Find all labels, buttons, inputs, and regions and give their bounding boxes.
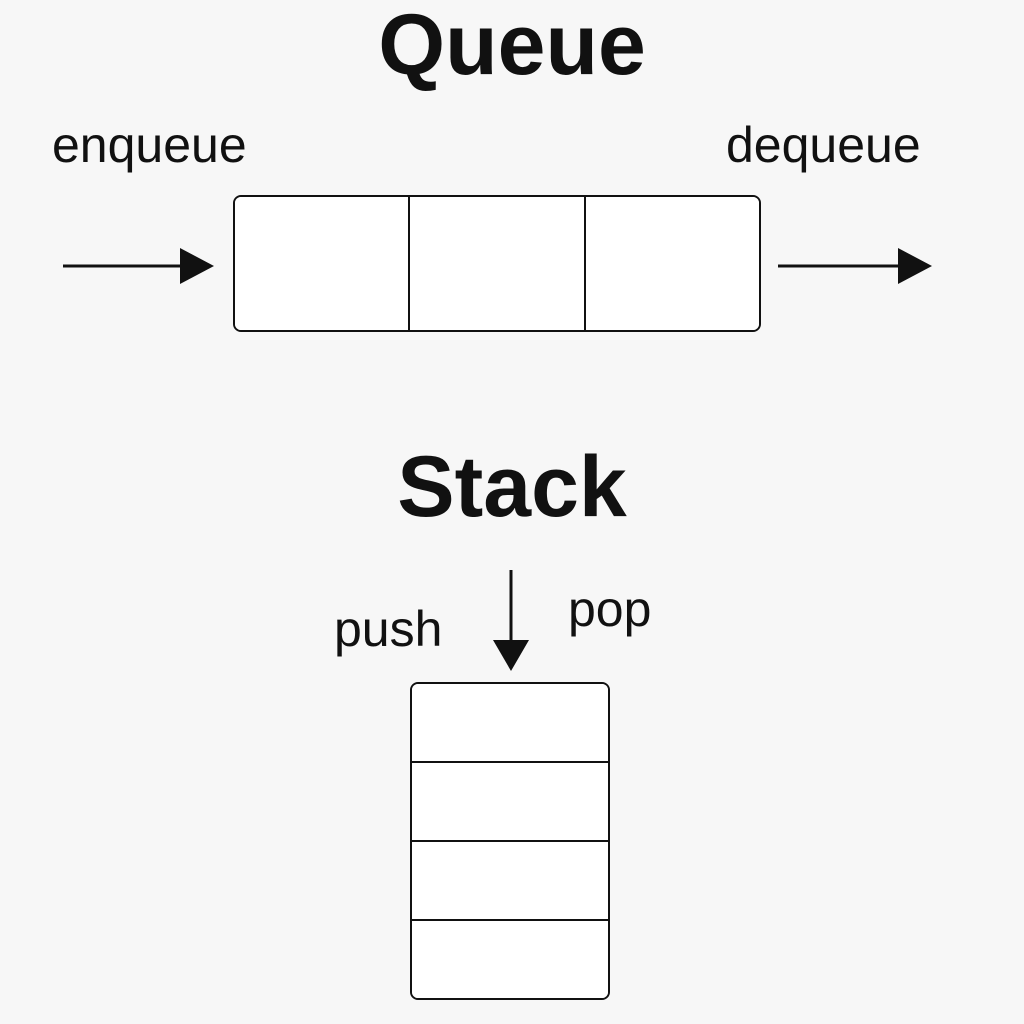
stack-title: Stack [397,439,627,535]
push-pop-arrow-icon [493,570,529,671]
pop-label: pop [568,581,652,637]
enqueue-label: enqueue [52,117,247,173]
stack-cell [412,921,608,998]
dequeue-label: dequeue [726,117,921,173]
stack-cell [412,763,608,842]
stack-container [410,682,610,1000]
dequeue-arrow-icon [778,248,932,284]
enqueue-arrow-icon [63,248,214,284]
queue-cell [585,197,759,330]
queue-container [233,195,761,332]
stack-cell [412,842,608,921]
queue-title: Queue [378,0,646,93]
stack-cell [412,684,608,763]
queue-cell [410,197,586,330]
push-label: push [334,601,443,657]
queue-cell [235,197,411,330]
